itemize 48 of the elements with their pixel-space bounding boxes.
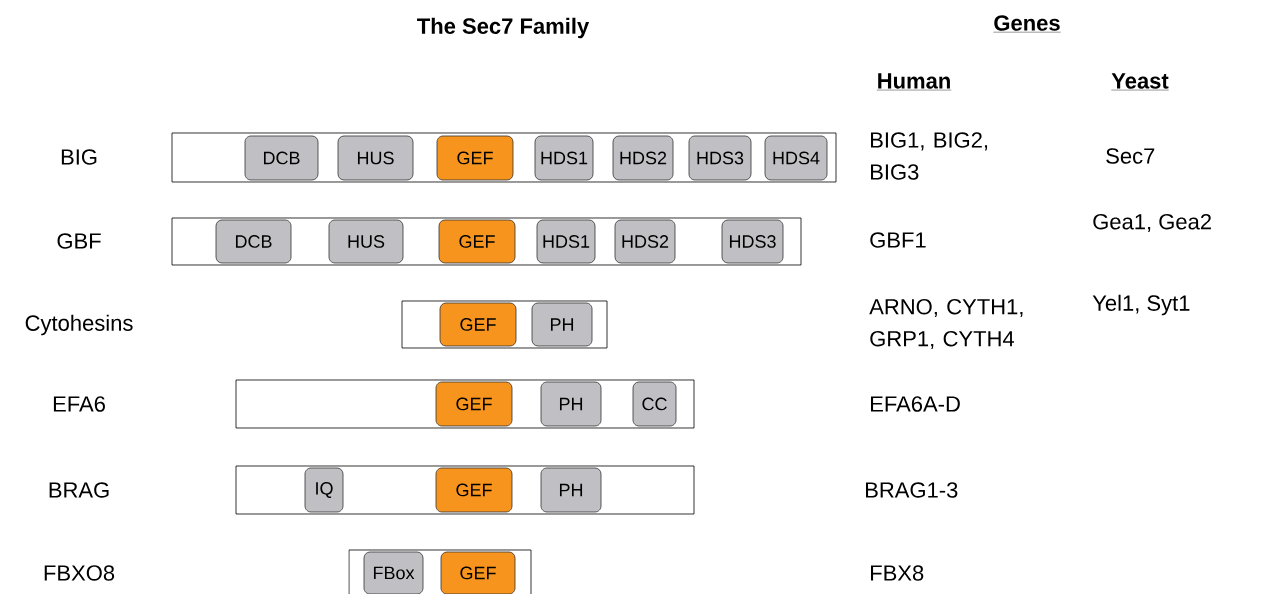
column-heading: Genes [993, 15, 1061, 33]
domain-box: HDS1 [536, 219, 596, 264]
column-heading: Human [876, 73, 952, 91]
domain-box: GEF [438, 219, 516, 264]
protein-bar [401, 300, 608, 349]
row-label: Cytohesins [25, 314, 133, 336]
domain-box: IQ [304, 467, 344, 513]
domain-box: HDS2 [614, 219, 676, 264]
gene-list: Gea1, Gea2 [1093, 213, 1211, 233]
gene-list: BRAG1-3 [866, 482, 958, 498]
domain-box: HDS1 [534, 135, 594, 181]
row-label: BIG [61, 149, 97, 165]
domain-box: HUS [337, 135, 414, 181]
protein-bar [171, 217, 802, 266]
domain-box: GEF [435, 467, 513, 513]
row-label: BRAG [49, 482, 109, 498]
gene-list: GBF1 [870, 232, 926, 248]
gene-list: BIG1, BIG2, BIG3 [871, 132, 988, 180]
gene-list: EFA6A-D [871, 396, 960, 412]
domain-box: HDS3 [721, 219, 784, 264]
domain-box: CC [632, 381, 677, 427]
domain-box: PH [531, 302, 593, 347]
title: The Sec7 Family [417, 17, 590, 39]
row-label: GBF [57, 233, 101, 249]
domain-box: PH [540, 381, 602, 427]
domain-box: HDS3 [688, 135, 752, 181]
domain-box: HDS4 [764, 135, 828, 181]
gene-list: Sec7 [1106, 148, 1155, 164]
row-label: FBXO8 [44, 565, 115, 581]
domain-box: HDS2 [612, 135, 674, 181]
domain-box: DCB [215, 219, 292, 264]
protein-bar [171, 132, 837, 183]
domain-box: FBox [363, 551, 424, 594]
domain-box: GEF [440, 551, 516, 594]
gene-list: FBX8 [871, 565, 924, 581]
domain-box: GEF [436, 135, 514, 181]
domain-box: GEF [435, 381, 513, 427]
domain-box: PH [540, 467, 602, 513]
gene-list: ARNO, CYTH1, GRP1, CYTH4 [869, 298, 1023, 350]
row-label: EFA6 [53, 396, 105, 412]
gene-list: Yel1, Syt1 [1092, 294, 1190, 316]
domain-box: HUS [328, 219, 404, 264]
domain-box: DCB [244, 135, 319, 181]
protein-bar [348, 549, 532, 594]
protein-bar [235, 379, 695, 429]
domain-box: GEF [439, 302, 517, 347]
column-heading: Yeast [1111, 73, 1169, 91]
protein-bar [235, 465, 695, 515]
